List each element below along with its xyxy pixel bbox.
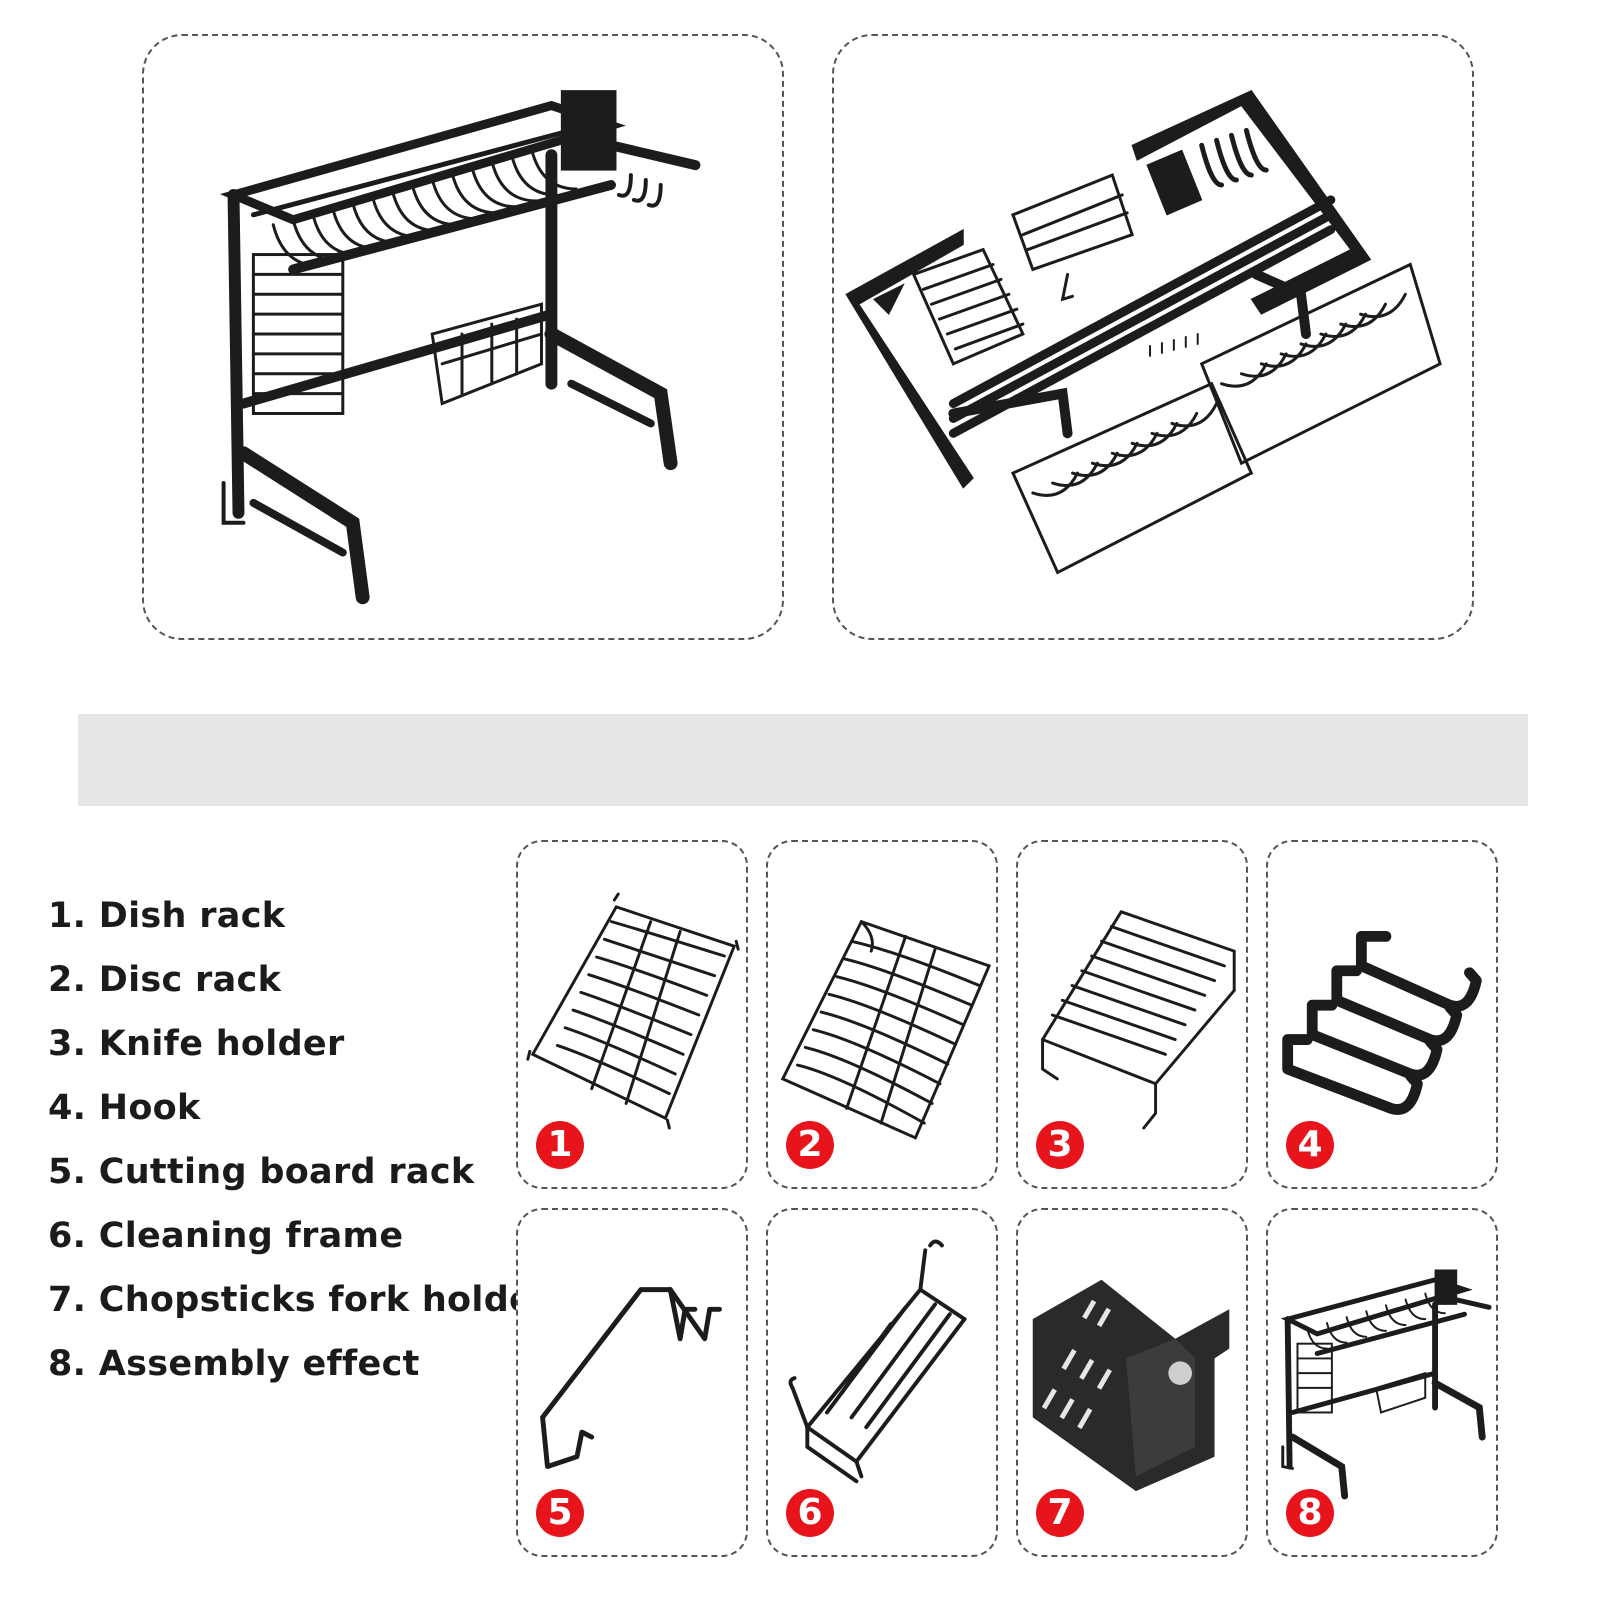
part-cell-disc-rack: 2 [766,840,998,1189]
part-cell-hook: 4 [1266,840,1498,1189]
assembled-rack-image [219,90,701,605]
parts-list-item: 1. Dish rack [48,896,286,936]
disc-rack-image [780,919,992,1140]
section-banner [78,714,1528,806]
parts-list-item: 7. Chopsticks fork holder [48,1280,551,1320]
part-cell-dish-rack: 1 [516,840,748,1189]
exploded-parts-image [845,90,1442,575]
part-badge: 6 [786,1489,834,1537]
part-badge: 3 [1036,1121,1084,1169]
parts-list-item: 2. Disc rack [48,960,282,1000]
part-cell-cutting-board-rack: 5 [516,1208,748,1557]
parts-list-item: 4. Hook [48,1088,201,1128]
exploded-parts-panel [832,34,1474,640]
part-cell-chopsticks-fork-holder: 7 [1016,1208,1248,1557]
chopsticks-fork-holder-image [1032,1279,1230,1492]
parts-list-item: 6. Cleaning frame [48,1216,404,1256]
parts-list-item: 8. Assembly effect [48,1344,420,1384]
cleaning-frame-image [788,1239,967,1484]
part-badge: 2 [786,1121,834,1169]
dish-rack-image [526,892,740,1130]
part-badge: 8 [1286,1489,1334,1537]
part-cell-cleaning-frame: 6 [766,1208,998,1557]
part-badge: 7 [1036,1489,1084,1537]
part-badge: 1 [536,1121,584,1169]
parts-list-item: 3. Knife holder [48,1024,345,1064]
part-cell-knife-holder: 3 [1016,840,1248,1189]
part-cell-assembly-effect: 8 [1266,1208,1498,1557]
parts-list-item: 5. Cutting board rack [48,1152,475,1192]
cutting-board-rack-image [540,1287,722,1469]
part-badge: 5 [536,1489,584,1537]
assembly-effect-image [1280,1269,1492,1500]
parts-list: 1. Dish rack 2. Disc rack 3. Knife holde… [48,884,551,1396]
hook-image [1282,930,1482,1115]
part-badge: 4 [1286,1121,1334,1169]
assembled-rack-panel [142,34,784,640]
knife-holder-image [1041,910,1236,1130]
